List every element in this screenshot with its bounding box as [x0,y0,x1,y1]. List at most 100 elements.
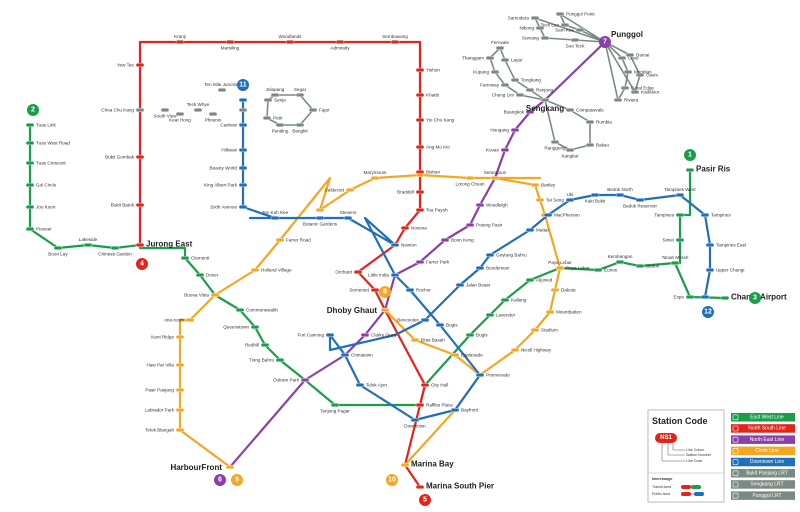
station-punggol-point[interactable]: Punggol Point [555,12,595,17]
station-bendemeer[interactable]: Bendemeer [475,266,510,271]
station-buangkok[interactable]: Buangkok [504,110,535,115]
station-teck-lee[interactable]: Teck Lee [541,23,570,28]
station-bedok-reservoir[interactable]: Bedok Reservoir [623,197,657,209]
station-marsiling[interactable]: Marsiling [221,40,240,51]
station-newton[interactable] [390,242,400,247]
station-simei[interactable]: Simei [663,238,685,243]
station-cashew[interactable]: Cashew [220,123,248,128]
station-bayfront[interactable] [450,408,460,413]
station-kupang[interactable]: Kupang [473,70,500,75]
station-aljunied[interactable]: Aljunied [525,278,553,283]
station-beauty-world[interactable]: Beauty World [210,166,248,171]
station-kangkar[interactable]: Kangkar [561,147,579,159]
station-buona-vista[interactable] [210,293,220,298]
station-tai-seng[interactable]: Tai Seng [535,198,564,203]
station-tuas-link[interactable]: Tuas Link [25,123,56,128]
station-city-hall[interactable] [420,383,430,388]
station-oasis[interactable]: Oasis [635,73,658,78]
station-lorong-chuan[interactable]: Lorong Chuan [455,175,485,187]
station-bukit-panjang[interactable] [238,97,248,102]
station-ranggung[interactable]: Ranggung [544,139,566,151]
station-harbourfront[interactable] [225,465,235,470]
station-pending[interactable]: Pending [272,122,289,134]
station-novena[interactable]: Novena [400,226,427,231]
station-kranji[interactable]: Kranji [174,34,186,45]
station-rochor[interactable]: Rochor [405,288,431,293]
station-keat-hong[interactable]: Keat Hong [169,111,191,123]
station-mountbatten[interactable]: Mountbatten [545,310,582,315]
station-paya-lebar[interactable]: Paya Lebar [555,266,590,271]
station-macpherson[interactable]: MacPherson [543,213,580,218]
station-sam-kee[interactable]: Sam Kee [555,28,585,33]
station-petir[interactable]: Petir [262,116,283,121]
station-geylang-bahru[interactable]: Geylang Bahru [485,253,527,258]
station-marina-bay[interactable] [400,463,410,468]
station-tongkang[interactable]: Tongkang [510,78,541,83]
station-cheng-lim[interactable]: Cheng Lim [492,93,525,98]
station-redhill[interactable]: Redhill [245,343,270,348]
station-fort-canning[interactable]: Fort Canning [297,333,335,338]
station-caldecott[interactable]: Caldecott [325,188,355,193]
station-sumang[interactable]: Sumang [522,36,550,41]
station-expo[interactable]: Expo [674,295,695,300]
station-segar[interactable]: Segar [294,87,307,97]
station-renjong[interactable]: Renjong [525,88,554,93]
station-bencoolen[interactable]: Bencoolen [397,318,430,323]
station-tanah-merah[interactable] [670,261,680,266]
station-yew-tee[interactable]: Yew Tee [117,63,145,68]
station-expo[interactable] [700,295,710,300]
station-upper-changi[interactable]: Upper Changi [705,268,744,273]
station-layar[interactable]: Layar [500,58,523,63]
station-tanjong-pagar[interactable]: Tanjong Pagar [320,403,350,414]
station-riviera[interactable]: Riviera [613,98,639,103]
station-tuas-west-road[interactable]: Tuas West Road [25,141,70,146]
station-kaki-bukit[interactable]: Kaki Bukit [585,192,606,204]
station-marymount[interactable]: Marymount [364,170,388,180]
station-tampines-west[interactable]: Tampines West [664,187,696,197]
station-south-view[interactable]: South View [153,107,177,119]
station-farmway[interactable]: Farmway [480,83,510,88]
station-marina-south-pier[interactable]: Marina South Pier [415,482,494,491]
station-woodleigh[interactable]: Woodleigh [475,203,508,208]
station-kent-ridge[interactable]: Kent Ridge [151,335,185,340]
station-holland-village[interactable]: Holland Village [250,268,292,273]
station-promenade[interactable] [475,373,485,378]
station-yishun[interactable]: Yishun [415,68,440,73]
station-pioneer[interactable]: Pioneer [25,227,52,232]
station-compassvale[interactable]: Compassvale [565,108,604,113]
station-serangoon[interactable] [490,175,500,180]
station-one-north[interactable]: one-north [164,318,195,323]
station-stevens[interactable]: Stevens [340,210,357,220]
station-botanic-gardens[interactable]: Botanic Gardens [303,215,338,227]
station-tan-kah-kee[interactable]: Tan Kah Kee [262,210,289,220]
station-king-albert-park[interactable]: King Albert Park [204,183,248,188]
station-mattar[interactable]: Mattar [525,228,549,233]
station-damai[interactable]: Damai [625,53,649,58]
station-joo-koon[interactable]: Joo Koon [25,205,56,210]
station-soo-teck[interactable]: Soo Teck [566,38,586,49]
station-ten-mile-junction[interactable]: Ten Mile Junction [204,82,240,92]
station-braddell[interactable]: Braddell [397,190,425,195]
station-khatib[interactable]: Khatib [415,93,439,98]
station-dhoby-ghaut[interactable]: Dhoby Ghaut [327,306,390,315]
station-bangkit[interactable]: Bangkit [292,122,308,134]
station-lavender[interactable]: Lavender [485,313,516,318]
station-bugis[interactable]: Bugis [435,323,458,328]
station-queenstown[interactable]: Queenstown [223,325,260,330]
station-bugis[interactable]: Bugis [465,333,488,338]
station-sembawang[interactable]: Sembawang [382,34,408,45]
station-labrador-park[interactable]: Labrador Park [145,408,185,413]
station-farrer-road[interactable]: Farrer Road [275,238,311,243]
station-tuas-crescent[interactable]: Tuas Crescent [25,161,66,166]
station-nibong[interactable]: Nibong [519,26,545,31]
station-ubi[interactable]: Ubi [565,192,575,202]
station-toa-payoh[interactable]: Toa Payoh [415,208,448,213]
station-admiralty[interactable]: Admiralty [330,40,350,51]
station-woodlands[interactable]: Woodlands [279,34,303,45]
station-cove[interactable]: Cove [617,56,639,61]
station-jelapang[interactable]: Jelapang [266,87,285,97]
station-gul-circle[interactable]: Gul Circle [25,183,57,188]
station-telok-ayer[interactable]: Telok Ayer [355,383,388,388]
station-chinatown[interactable] [340,353,350,358]
station-harbourfront[interactable]: HarbourFront [170,463,235,472]
